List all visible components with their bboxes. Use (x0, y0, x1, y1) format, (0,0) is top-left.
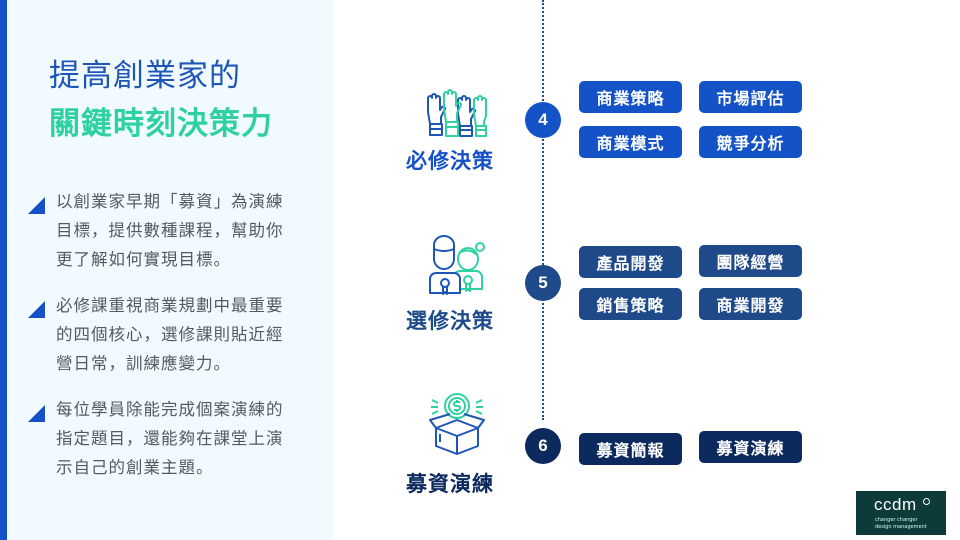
ccdm-logo: ccdm changer changer design management (856, 491, 946, 535)
course-tag[interactable]: 募資演練 (699, 431, 802, 463)
logo-subtitle-2: design management (875, 524, 927, 530)
section-label-fundraising: 募資演練 (406, 472, 494, 496)
step-number-badge: 5 (525, 265, 561, 301)
section-label-required: 必修決策 (406, 149, 494, 173)
title-line-2: 關鍵時刻決策力 (49, 106, 273, 142)
section-label-elective: 選修決策 (406, 309, 494, 333)
raised-hands-icon (427, 89, 487, 137)
course-tag[interactable]: 商業開發 (699, 288, 802, 320)
money-box-icon (429, 393, 485, 455)
step-number-badge: 4 (525, 102, 561, 138)
course-tag[interactable]: 商業模式 (579, 126, 682, 158)
course-tag[interactable]: 銷售策略 (579, 288, 682, 320)
award-people-icon (429, 235, 485, 295)
step-number-badge: 6 (525, 428, 561, 464)
bullet-text: 必修課重視商業規劃中最重要的四個核心，選修課則貼近經營日常，訓練應變力。 (56, 296, 284, 373)
course-tag[interactable]: 團隊經營 (699, 245, 802, 277)
course-tag[interactable]: 商業策略 (579, 81, 682, 113)
left-panel (0, 0, 333, 540)
course-tag[interactable]: 市場評估 (699, 81, 802, 113)
course-tag[interactable]: 競爭分析 (699, 126, 802, 158)
course-tag[interactable]: 產品開發 (579, 246, 682, 278)
bullet-text: 每位學員除能完成個案演練的指定題目，還能夠在課堂上演示自己的創業主題。 (56, 400, 284, 477)
logo-subtitle-1: changer changer (875, 517, 918, 523)
logo-name: ccdm (874, 495, 917, 514)
logo-mark-icon (923, 498, 930, 505)
title-line-1: 提高創業家的 (49, 58, 241, 94)
left-accent-bar (0, 0, 7, 540)
triangle-bullet-icon (28, 197, 45, 214)
bullet-text: 以創業家早期「募資」為演練目標，提供數種課程，幫助你更了解如何實現目標。 (56, 192, 284, 269)
timeline-dotted-line (542, 0, 544, 420)
course-tag[interactable]: 募資簡報 (579, 433, 682, 465)
triangle-bullet-icon (28, 301, 45, 318)
triangle-bullet-icon (28, 405, 45, 422)
